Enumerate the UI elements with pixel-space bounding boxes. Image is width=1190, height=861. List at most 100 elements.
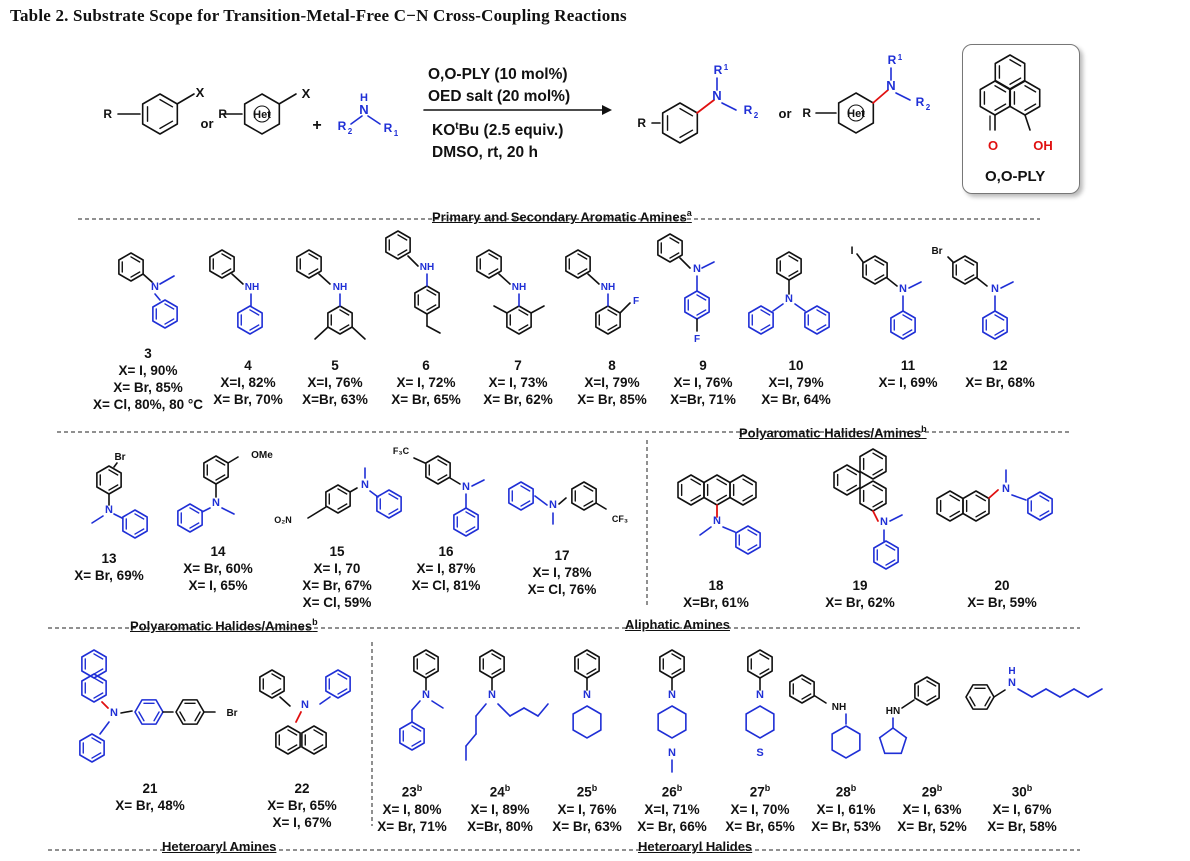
bond <box>947 256 954 263</box>
bond <box>308 268 319 275</box>
bond <box>1017 688 1033 698</box>
bond <box>742 494 754 502</box>
reaction-arrow <box>602 105 612 115</box>
benzene-ring <box>385 230 411 260</box>
bond <box>669 237 680 244</box>
compound-number: 21 <box>142 781 158 796</box>
heteroaryl-ring <box>253 105 271 123</box>
atom-label: N <box>301 699 309 711</box>
bond <box>465 526 476 533</box>
atom-label: H <box>1008 666 1015 677</box>
bond <box>337 488 348 495</box>
bond <box>607 324 618 331</box>
bond <box>520 500 531 507</box>
compound-yield: X= I, 63% <box>902 801 962 817</box>
compound-yield: X= Br, 65% <box>267 798 337 813</box>
bond <box>1045 688 1061 698</box>
atom-label: O <box>988 138 998 153</box>
bond <box>337 673 348 680</box>
bond <box>189 522 200 529</box>
bond <box>759 653 770 660</box>
bond <box>872 500 884 508</box>
compound-yield: X= Br, 70% <box>213 392 283 407</box>
bond <box>886 277 898 287</box>
bond <box>189 507 200 514</box>
compound-yield: X= I, 73% <box>488 375 548 390</box>
bond <box>856 253 864 263</box>
bond <box>425 668 436 675</box>
bond <box>994 329 1005 336</box>
bond <box>313 729 324 736</box>
bond <box>872 510 879 522</box>
atom-label: 1 <box>898 53 903 62</box>
bond <box>497 703 511 717</box>
bond <box>287 744 298 751</box>
bond <box>449 477 461 485</box>
bond <box>874 259 885 266</box>
bond <box>113 513 123 519</box>
bond <box>215 474 226 481</box>
compound-number: 16 <box>438 544 454 559</box>
bond <box>176 93 195 105</box>
condition-catalyst: O,O-PLY (10 mol%) <box>428 66 568 83</box>
bond <box>113 462 118 468</box>
bond <box>699 526 712 536</box>
bond <box>690 478 702 486</box>
atom-label: NH <box>245 282 259 293</box>
atom-label: 2 <box>348 127 353 136</box>
benzene-ring <box>327 305 353 335</box>
atom-label: R <box>744 103 753 117</box>
bond <box>488 268 499 275</box>
aliphatic-ring <box>572 705 602 739</box>
atom-label: R <box>802 106 811 120</box>
bond <box>120 710 133 714</box>
atom-label: R <box>916 95 925 109</box>
atom-label: CF₃ <box>612 514 628 524</box>
compound-yield: X=I, 71% <box>644 801 700 817</box>
bond <box>93 692 104 699</box>
benzene-ring <box>859 448 887 480</box>
benzene-ring <box>425 455 451 485</box>
benzene-ring <box>965 684 995 710</box>
atom-label: N <box>359 102 368 117</box>
compound-yield: X= Br, 59% <box>967 595 1037 610</box>
bond <box>491 653 502 660</box>
benzene-ring <box>325 669 351 699</box>
bond <box>679 129 694 139</box>
bond <box>1059 688 1075 698</box>
compound-yield: X= Br, 53% <box>811 818 881 834</box>
compound-number: 28b <box>835 783 857 800</box>
bond <box>426 289 437 296</box>
bond <box>351 326 366 340</box>
benzene-ring <box>79 733 105 763</box>
compound-yield: X= I, 87% <box>416 561 476 576</box>
bond <box>437 474 448 481</box>
benzene-ring <box>873 540 899 570</box>
bond <box>130 256 141 263</box>
bond <box>93 653 104 660</box>
atom-label: Br <box>226 708 237 719</box>
bond <box>1087 688 1103 698</box>
bond <box>716 478 728 486</box>
compound-yield: X= Br, 65% <box>391 392 461 407</box>
compound-yield: X= I, 61% <box>816 801 876 817</box>
atom-label: NH <box>420 262 434 273</box>
section-header: Polyaromatic Halides/Aminesb <box>128 617 320 634</box>
benzene-ring <box>748 305 774 335</box>
bond <box>179 711 186 722</box>
atom-label: Het <box>847 108 865 120</box>
compound-yield: X= Br, 68% <box>965 375 1035 390</box>
bond <box>91 515 104 524</box>
cyclopentane-ring <box>878 727 908 755</box>
bond <box>994 103 1007 111</box>
atom-label: NH <box>512 282 526 293</box>
bond <box>93 668 104 675</box>
bond <box>701 261 715 269</box>
atom-label: F <box>694 334 700 345</box>
